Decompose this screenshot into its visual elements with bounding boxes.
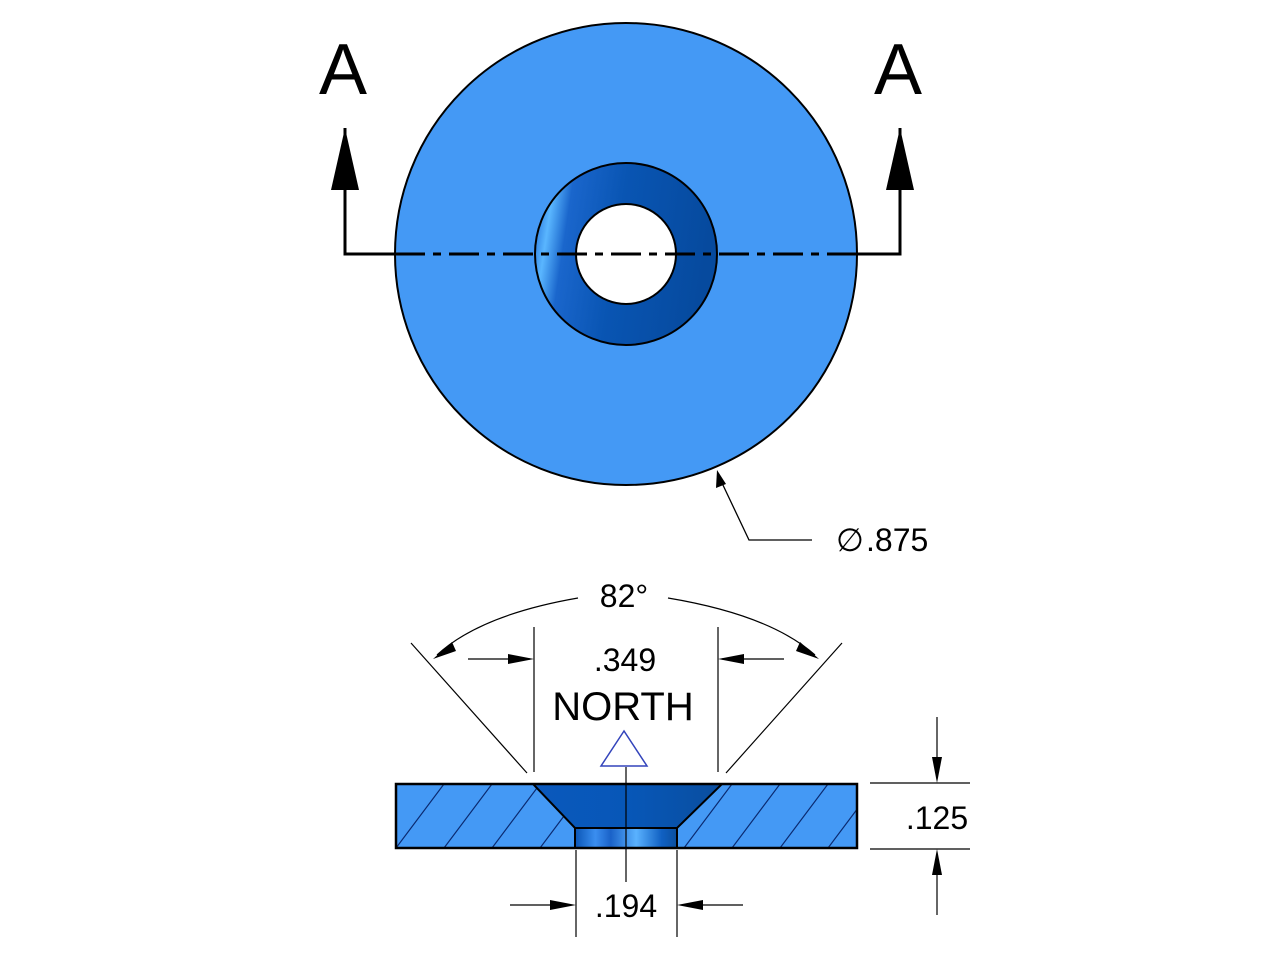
dim-arrow-349-left-icon xyxy=(508,654,534,664)
outer-diameter-value: .875 xyxy=(866,522,928,558)
diameter-symbol: ∅ xyxy=(836,522,864,558)
north-arrow-icon xyxy=(599,729,649,767)
through-hole-dimension xyxy=(510,850,743,937)
top-view: A A ∅ .875 xyxy=(319,22,928,558)
section-label-right: A xyxy=(874,30,922,110)
section-label-left: A xyxy=(319,30,367,110)
thickness-value: .125 xyxy=(906,800,968,836)
dim-arrow-125-top-icon xyxy=(932,757,942,783)
through-hole-diameter-value: .194 xyxy=(595,888,657,924)
thickness-dimension xyxy=(870,717,970,915)
leader-arrowhead-icon xyxy=(716,470,726,488)
dim-arrow-125-bottom-icon xyxy=(932,849,942,875)
section-view: 82° .349 NORTH .125 xyxy=(394,578,970,937)
dim-arrow-349-right-icon xyxy=(718,654,744,664)
dim-arrow-194-left-icon xyxy=(550,900,576,910)
pole-label-north: NORTH xyxy=(552,685,693,729)
outer-diameter-leader xyxy=(721,482,812,541)
angle-arrow-right-icon xyxy=(796,642,819,659)
countersink-diameter-value: .349 xyxy=(594,642,656,678)
section-arrow-left-icon xyxy=(331,128,359,190)
countersink-angle: 82° xyxy=(600,578,648,614)
dim-arrow-194-right-icon xyxy=(677,900,703,910)
section-arrow-right-icon xyxy=(886,128,914,190)
angle-arrow-left-icon xyxy=(433,642,456,659)
